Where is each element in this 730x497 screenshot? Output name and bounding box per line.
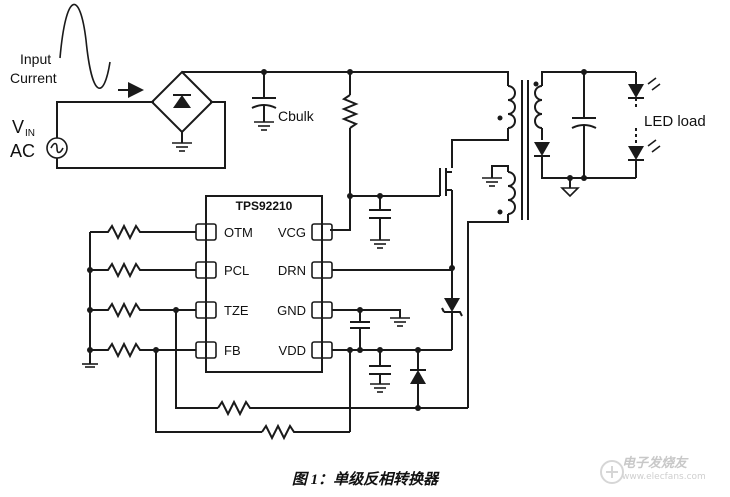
pin-fb-label: FB [224,343,241,358]
watermark-url: www.elecfans.com [622,472,706,482]
vcg-ground-icon [370,239,390,249]
vcg-capacitor [369,209,391,219]
fb-feedback-resistor [261,423,350,441]
pin-vcg-label: VCG [278,225,306,240]
figure-caption: 图 1：单级反相转换器 [291,472,439,488]
vdd-ground-icon [370,383,390,393]
cbulk-capacitor [251,97,277,109]
fb-resistor [90,341,196,359]
pin-fb: FB [195,341,241,359]
vdd-capacitor [369,365,391,375]
input-sine-wave [59,3,111,89]
otm-resistor [90,223,196,241]
pin-vdd: VDD [279,341,333,359]
startup-resistor [341,94,359,129]
pin-tze-label: TZE [224,303,249,318]
vin-label: V [12,117,24,137]
output-diode [534,142,550,156]
pcl-resistor [90,261,196,279]
watermark-name: 电子发烧友 [622,456,688,471]
schematic-diagram: Input Current V IN AC Cbulk [10,3,706,441]
led-load-label: LED load [644,113,706,130]
pin-gnd: GND [277,301,333,319]
output-capacitor [571,117,597,129]
left-ground-icon [82,363,98,368]
led-1-icon [628,77,661,99]
transformer-primary [507,85,516,129]
pin-vdd-label: VDD [279,343,306,358]
mosfet-switch [439,168,453,204]
vin-subscript: IN [25,128,35,139]
ac-wire-bottom [56,101,226,169]
clamp-diode [444,298,460,312]
ic-ground-icon [390,317,410,327]
ac-label: AC [10,141,35,161]
aux-ground-icon [482,177,502,187]
pin-otm-label: OTM [224,225,253,240]
transformer-aux [507,171,516,215]
led-2-icon [628,139,661,161]
ac-wire-top [56,101,154,138]
pin-pcl: PCL [195,261,249,279]
ic-name-label: TPS92210 [236,199,293,213]
tze-feedback-resistor [217,399,268,417]
vdd-diode [410,370,426,384]
transformer-secondary [534,85,543,129]
input-current-label-2: Current [10,70,57,86]
output-ground-icon [560,187,580,198]
watermark-logo-icon [600,460,624,484]
pin-otm: OTM [195,223,253,241]
input-current-label-1: Input [20,51,51,67]
tze-resistor [90,301,196,319]
cbulk-label: Cbulk [278,108,315,124]
bridge-diode-icon [173,95,191,108]
pin-tze: TZE [195,301,249,319]
pin-gnd-label: GND [277,303,306,318]
pin-drn: DRN [278,261,333,279]
bridge-ground-icon [172,142,192,152]
pin-drn-label: DRN [278,263,306,278]
pin-vcg: VCG [278,223,333,241]
ic-tps92210 [205,195,323,373]
cbulk-ground-icon [254,121,274,131]
pin-pcl-label: PCL [224,263,249,278]
